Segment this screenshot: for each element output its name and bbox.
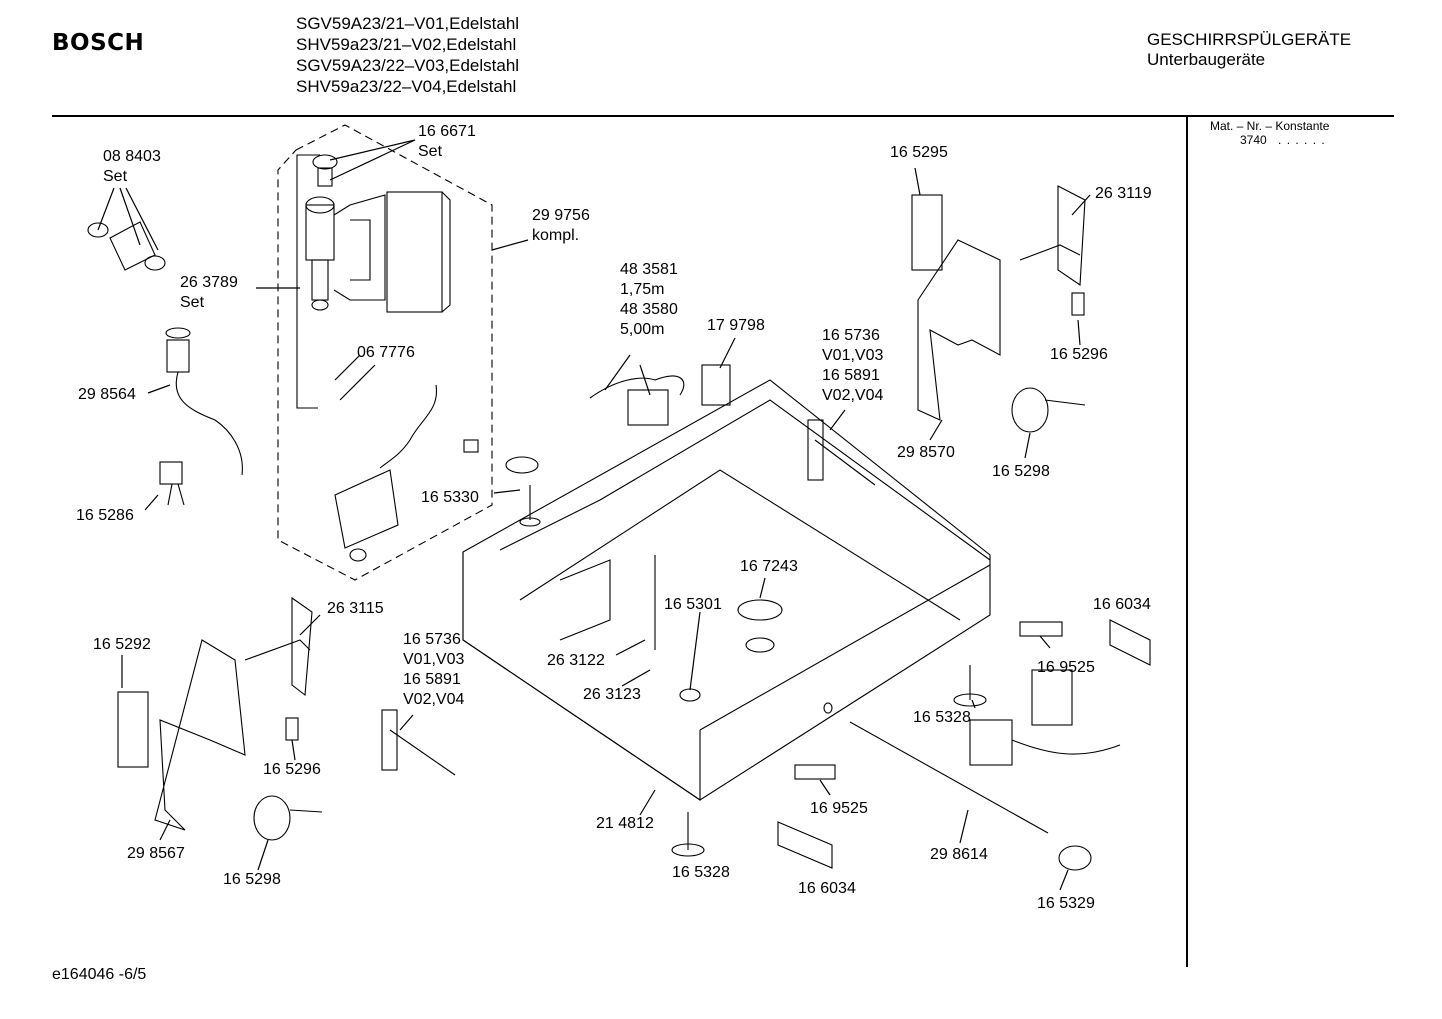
model-line: SGV59A23/21–V01,Edelstahl bbox=[296, 14, 520, 33]
part-label-263115: 26 3115 bbox=[327, 600, 384, 617]
bolt bbox=[1019, 621, 1063, 637]
rod bbox=[849, 721, 1049, 834]
part-label-165296-right: 16 5296 bbox=[1050, 346, 1108, 363]
drain-hose bbox=[379, 384, 438, 469]
part-label-165292: 16 5292 bbox=[93, 636, 151, 653]
part-label-165328-bottom: 16 5328 bbox=[672, 864, 730, 881]
part-label-165328-right: 16 5328 bbox=[913, 709, 971, 726]
model-line: SHV59a23/21–V02,Edelstahl bbox=[296, 35, 517, 54]
material-value: 3740 bbox=[1240, 133, 1267, 147]
part-label-165286: 16 5286 bbox=[76, 507, 134, 524]
assembly-bracket bbox=[296, 154, 320, 409]
part-label-263122: 26 3122 bbox=[547, 652, 605, 669]
part-label-179798: 17 9798 bbox=[707, 317, 765, 334]
category-title: GESCHIRRSPÜLGERÄTE bbox=[1147, 30, 1352, 49]
end-cap bbox=[1058, 845, 1092, 871]
part-label-167243: 16 7243 bbox=[740, 558, 798, 575]
part-label-298570: 29 8570 bbox=[897, 444, 955, 461]
material-label: Mat. – Nr. – Konstante bbox=[1210, 119, 1330, 133]
material-constant: Mat. – Nr. – Konstante 3740 . . . . . . bbox=[1210, 119, 1329, 147]
part-label-298614: 29 8614 bbox=[930, 846, 988, 863]
tension-spring bbox=[807, 419, 876, 486]
pcb-holder bbox=[334, 469, 399, 549]
bolt bbox=[794, 764, 836, 780]
part-label-166034-bottom: 16 6034 bbox=[798, 880, 856, 897]
right-bracket bbox=[911, 185, 1086, 433]
brand-logo: BOSCH bbox=[52, 30, 145, 56]
foot-screw bbox=[671, 812, 705, 857]
model-line: SHV59a23/22–V04,Edelstahl bbox=[296, 77, 517, 96]
part-label-165298-right: 16 5298 bbox=[992, 463, 1050, 480]
part-label-165329: 16 5329 bbox=[1037, 895, 1095, 912]
material-dots: . . . . . . bbox=[1278, 133, 1326, 147]
small-clip bbox=[159, 461, 185, 506]
document-id: e164046 -6/5 bbox=[52, 966, 147, 983]
part-label-165296-left: 16 5296 bbox=[263, 761, 321, 778]
part-label-169525-right: 16 9525 bbox=[1037, 659, 1095, 676]
foot-screw bbox=[505, 456, 541, 527]
part-label-214812: 21 4812 bbox=[596, 815, 654, 832]
part-label-067776: 06 7776 bbox=[357, 344, 415, 361]
model-line: SGV59A23/22–V03,Edelstahl bbox=[296, 56, 520, 75]
foot-screw bbox=[953, 665, 987, 707]
part-label-165301: 16 5301 bbox=[664, 596, 722, 613]
sidebar-divider bbox=[1186, 117, 1188, 967]
mains-cable bbox=[589, 375, 685, 399]
part-label-263119: 26 3119 bbox=[1095, 185, 1152, 202]
wire-harness bbox=[969, 669, 1121, 766]
part-label-165330: 16 5330 bbox=[421, 489, 479, 506]
header-divider bbox=[52, 115, 1394, 117]
part-label-263123: 26 3123 bbox=[583, 686, 641, 703]
connector-strip bbox=[1109, 619, 1151, 666]
spring-hose bbox=[165, 327, 243, 476]
aquastop-valve bbox=[305, 154, 451, 313]
part-label-169525-bottom: 16 9525 bbox=[810, 800, 868, 817]
part-label-298564: 29 8564 bbox=[78, 386, 136, 403]
assembly-boundary bbox=[277, 124, 493, 581]
connector-strip bbox=[777, 821, 833, 869]
category-subtitle: Unterbaugeräte bbox=[1147, 50, 1266, 69]
part-label-298567: 29 8567 bbox=[127, 845, 185, 862]
part-label-166034-right: 16 6034 bbox=[1093, 596, 1151, 613]
part-label-165295: 16 5295 bbox=[890, 144, 948, 161]
left-bracket bbox=[117, 596, 323, 841]
base-tub bbox=[462, 379, 991, 802]
model-list: SGV59A23/21–V01,Edelstahl SHV59a23/21–V0… bbox=[296, 13, 519, 97]
category-block: GESCHIRRSPÜLGERÄTE Unterbaugeräte bbox=[1147, 30, 1351, 70]
tension-spring bbox=[381, 709, 456, 776]
hose-clamp-set bbox=[87, 221, 166, 271]
part-label-165298-left: 16 5298 bbox=[223, 871, 281, 888]
